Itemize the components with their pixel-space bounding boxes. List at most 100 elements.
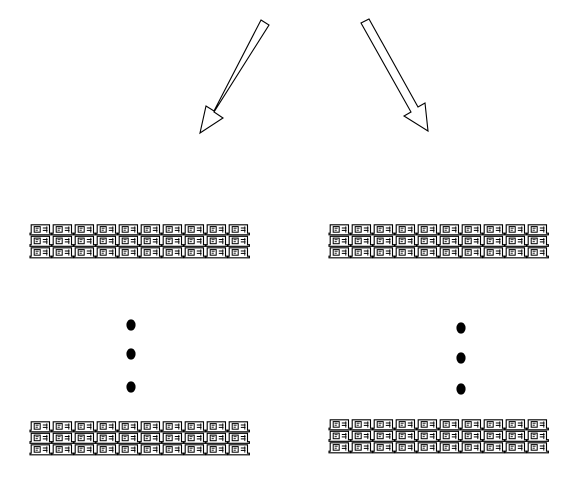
grid-cell — [73, 247, 96, 259]
grid-cell — [438, 442, 461, 454]
grid-cell — [227, 235, 250, 247]
grid-cell — [416, 430, 439, 442]
grid-cell — [95, 444, 118, 456]
grid-cell — [438, 430, 461, 442]
grid-cell — [526, 235, 549, 247]
grid-stack-right-bottom — [328, 419, 549, 454]
grid-cell — [161, 444, 184, 456]
grid-cell — [95, 432, 118, 444]
grid-cell — [183, 444, 206, 456]
grid-cell — [51, 224, 74, 236]
grid-cell — [73, 432, 96, 444]
grid-cell — [29, 235, 52, 247]
grid-cell — [139, 421, 162, 433]
grid-cell — [183, 235, 206, 247]
grid-cell — [482, 430, 505, 442]
grid-cell — [73, 421, 96, 433]
grid-cell — [504, 442, 527, 454]
grid-cell — [372, 247, 395, 259]
grid-cell — [482, 235, 505, 247]
grid-cell — [139, 247, 162, 259]
grid-cell — [73, 224, 96, 236]
grid-cell — [183, 247, 206, 259]
grid-cell — [394, 247, 417, 259]
grid-cell — [504, 247, 527, 259]
grid-cell — [350, 430, 373, 442]
grid-cell — [372, 419, 395, 431]
grid-cell — [139, 235, 162, 247]
grid-cell — [205, 421, 228, 433]
grid-cell — [205, 432, 228, 444]
grid-cell — [161, 224, 184, 236]
grid-cell — [328, 442, 351, 454]
ellipsis-dot — [456, 352, 466, 364]
ellipsis-dot — [126, 348, 136, 360]
grid-cell — [328, 430, 351, 442]
grid-cell — [117, 421, 140, 433]
grid-cell — [117, 432, 140, 444]
grid-cell — [438, 419, 461, 431]
grid-cell — [394, 419, 417, 431]
grid-cell — [526, 419, 549, 431]
grid-cell — [183, 421, 206, 433]
grid-cell — [438, 235, 461, 247]
grid-cell — [227, 432, 250, 444]
grid-cell — [482, 247, 505, 259]
grid-cell — [205, 235, 228, 247]
grid-cell — [139, 444, 162, 456]
grid-cell — [161, 432, 184, 444]
ellipsis-right — [456, 322, 466, 395]
grid-cell — [394, 224, 417, 236]
grid-cell — [504, 235, 527, 247]
grid-cell — [460, 419, 483, 431]
grid-cell — [51, 444, 74, 456]
grid-cell — [460, 247, 483, 259]
grid-cell — [328, 224, 351, 236]
grid-cell — [29, 432, 52, 444]
grid-cell — [394, 442, 417, 454]
grid-cell — [526, 247, 549, 259]
grid-cell — [350, 235, 373, 247]
grid-cell — [161, 247, 184, 259]
grid-cell — [482, 224, 505, 236]
grid-cell — [29, 224, 52, 236]
grid-stack-right-top — [328, 224, 549, 259]
grid-cell — [205, 247, 228, 259]
grid-cell — [416, 419, 439, 431]
grid-cell — [183, 432, 206, 444]
grid-cell — [416, 235, 439, 247]
grid-cell — [438, 247, 461, 259]
grid-cell — [73, 444, 96, 456]
grid-cell — [117, 235, 140, 247]
grid-cell — [372, 430, 395, 442]
grid-cell — [460, 224, 483, 236]
grid-cell — [328, 419, 351, 431]
ellipsis-dot — [456, 383, 466, 395]
grid-cell — [504, 430, 527, 442]
grid-cell — [372, 224, 395, 236]
grid-cell — [438, 224, 461, 236]
grid-cell — [95, 421, 118, 433]
grid-cell — [504, 419, 527, 431]
grid-cell — [161, 421, 184, 433]
grid-cell — [139, 224, 162, 236]
grid-cell — [117, 224, 140, 236]
arrow-down-right — [360, 18, 429, 133]
grid-cell — [350, 224, 373, 236]
ellipsis-layer — [126, 319, 466, 395]
arrow-down-left — [199, 19, 270, 135]
grid-cell — [29, 247, 52, 259]
grid-cell — [328, 247, 351, 259]
grid-cell — [51, 421, 74, 433]
ellipsis-dot — [126, 319, 136, 331]
grid-cell — [205, 224, 228, 236]
grid-cell — [161, 235, 184, 247]
grid-cell — [328, 235, 351, 247]
grid-cell — [183, 224, 206, 236]
grid-cell — [482, 419, 505, 431]
grid-cell — [482, 442, 505, 454]
grid-cell — [394, 235, 417, 247]
grid-cell — [350, 419, 373, 431]
grid-cell — [416, 224, 439, 236]
